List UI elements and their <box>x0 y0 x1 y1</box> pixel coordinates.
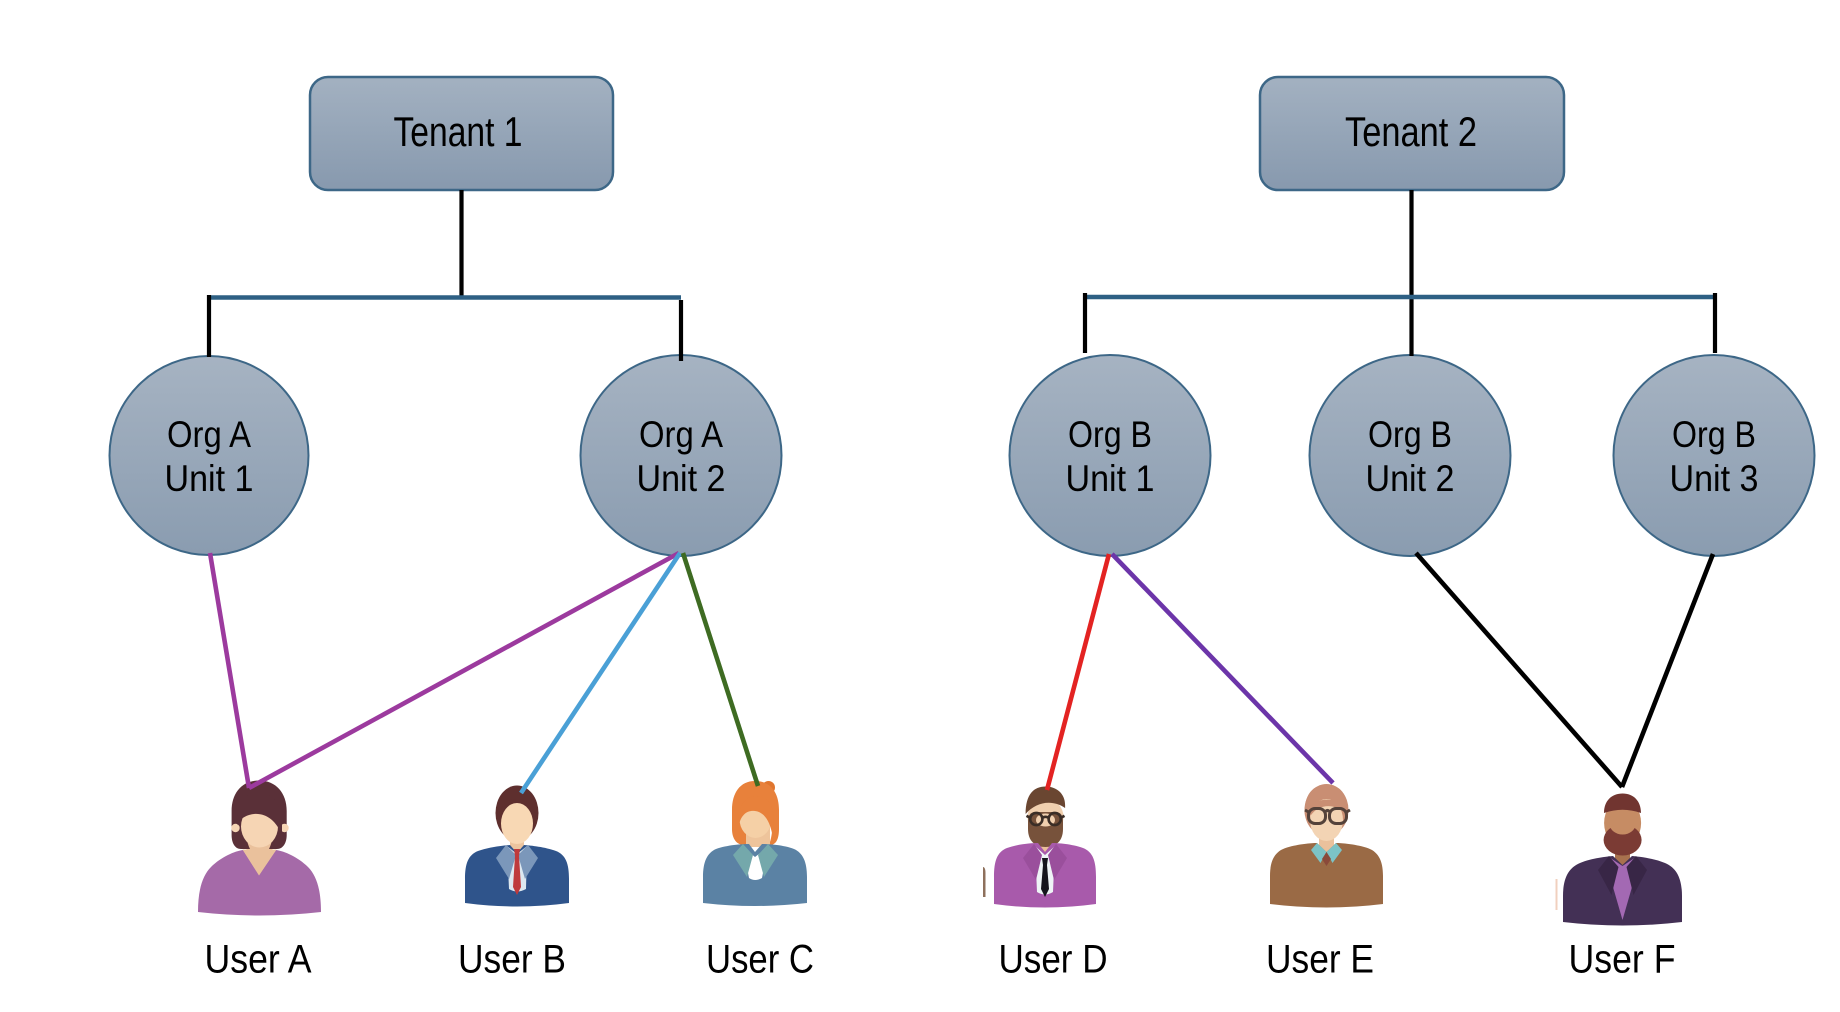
svg-text:Unit 3: Unit 3 <box>1670 457 1759 499</box>
svg-text:Org B: Org B <box>1068 413 1152 455</box>
svg-text:Org A: Org A <box>167 413 251 455</box>
svg-text:User C: User C <box>706 938 814 982</box>
svg-text:Org A: Org A <box>639 413 723 455</box>
svg-text:User F: User F <box>1569 938 1676 982</box>
svg-text:User D: User D <box>999 938 1108 982</box>
svg-text:User B: User B <box>458 938 566 982</box>
svg-text:Unit 1: Unit 1 <box>1066 457 1155 499</box>
svg-text:Unit 2: Unit 2 <box>637 457 726 499</box>
svg-text:Tenant 1: Tenant 1 <box>394 108 523 155</box>
svg-text:User E: User E <box>1266 938 1374 982</box>
svg-text:Org B: Org B <box>1672 413 1756 455</box>
svg-text:Unit 1: Unit 1 <box>165 457 254 499</box>
svg-text:Org B: Org B <box>1368 413 1452 455</box>
svg-text:Tenant 2: Tenant 2 <box>1345 108 1477 155</box>
svg-text:Unit 2: Unit 2 <box>1366 457 1455 499</box>
svg-text:User A: User A <box>205 938 312 982</box>
